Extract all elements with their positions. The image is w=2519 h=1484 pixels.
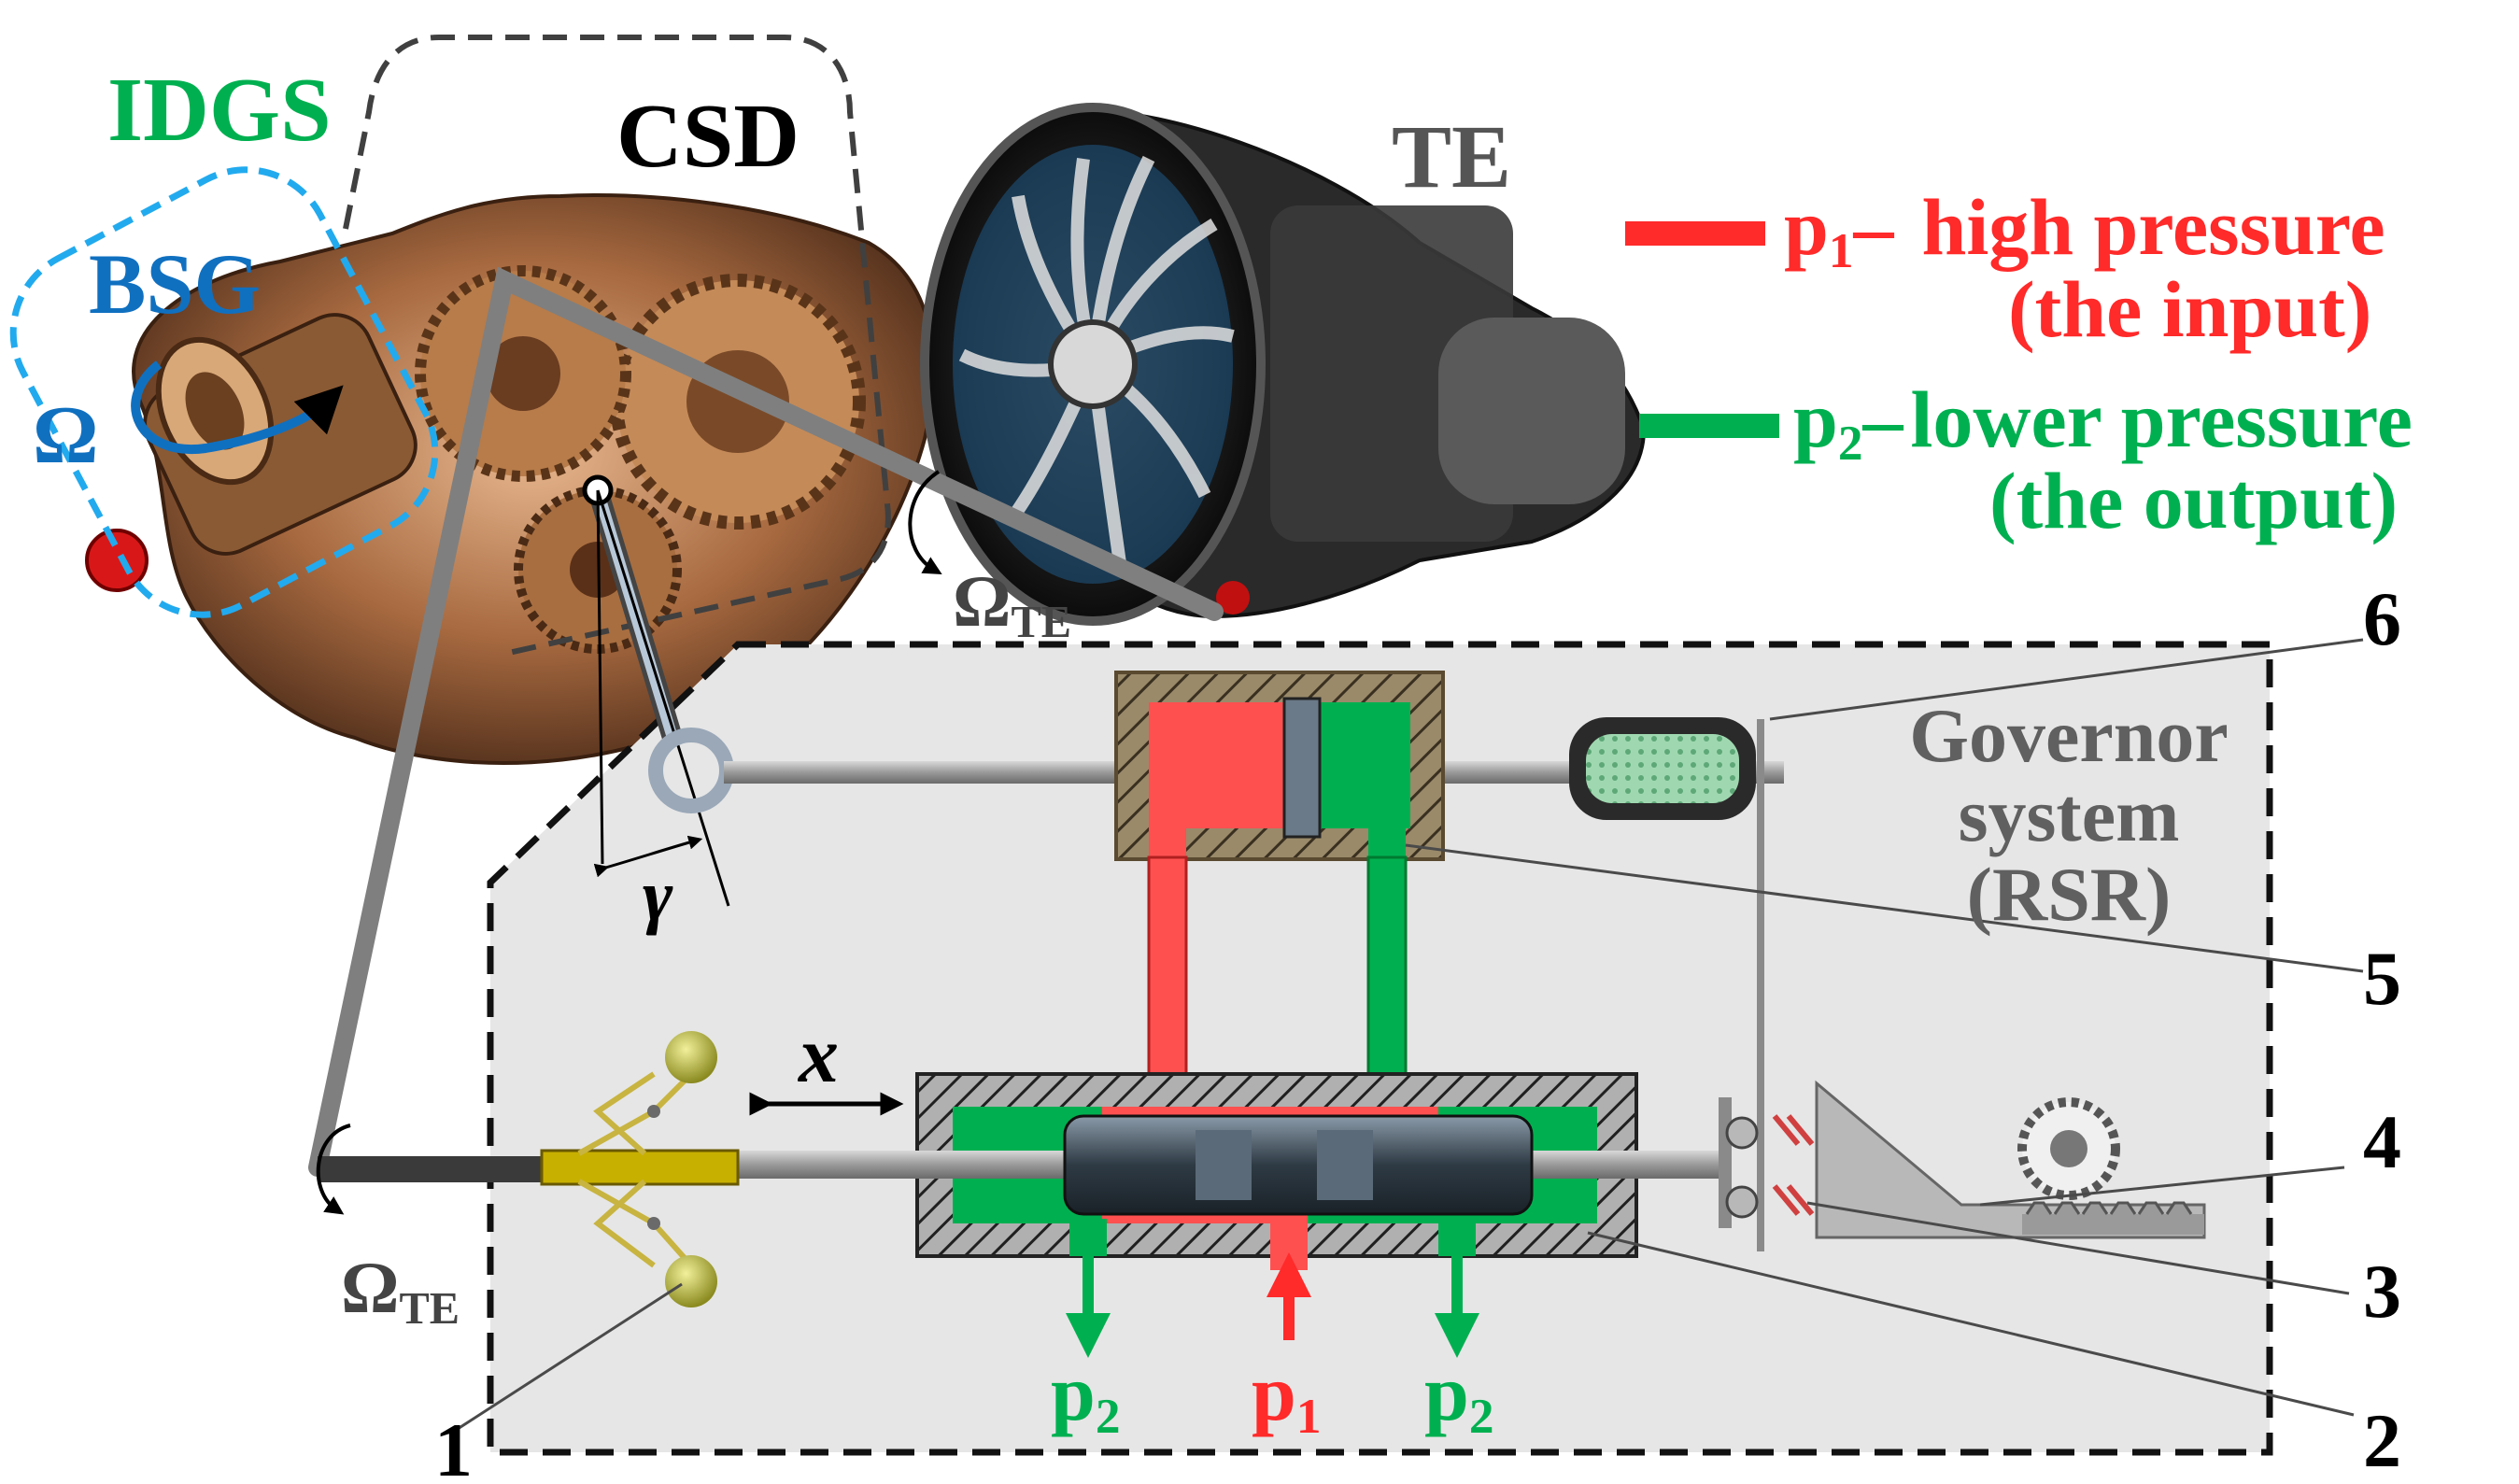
governor-label-line3: (RSR) bbox=[1967, 852, 2172, 937]
omega-label: Ω bbox=[33, 390, 98, 481]
x-label: x bbox=[797, 1010, 839, 1099]
servo-cylinder bbox=[1114, 671, 1445, 861]
port-p2-left-label: p2 bbox=[1051, 1348, 1121, 1444]
bsg-label: BSG bbox=[89, 236, 261, 332]
generator-icon bbox=[143, 313, 417, 556]
swash-lever bbox=[582, 474, 730, 907]
flyweight-governor-icon bbox=[540, 1031, 740, 1307]
part-number-1: 1 bbox=[434, 1407, 473, 1484]
gamma-label: γ bbox=[643, 855, 673, 936]
red-cap-icon bbox=[85, 529, 149, 592]
omega-te-engine-label: ΩTE bbox=[953, 560, 1071, 647]
rotation-arrow-icon bbox=[131, 360, 344, 455]
legend-p1-swatch bbox=[1625, 221, 1765, 246]
governor-label-line1: Governor bbox=[1909, 693, 2229, 778]
legend-p1-note: (the input) bbox=[2008, 264, 2371, 354]
bsg-region-outline bbox=[9, 166, 439, 618]
part-number-2: 2 bbox=[2363, 1398, 2401, 1483]
shaft-rotation-arrow-icon bbox=[316, 1124, 351, 1215]
idgs-label: IDGS bbox=[107, 60, 332, 161]
port-p2-right-label: p2 bbox=[1424, 1348, 1494, 1444]
governor-label-line2: system bbox=[1959, 772, 2180, 857]
part-number-3: 3 bbox=[2363, 1249, 2401, 1334]
legend-p2-note: (the output) bbox=[1989, 456, 2398, 545]
rack-icon bbox=[2022, 1201, 2204, 1235]
drive-shaft bbox=[308, 266, 1224, 1177]
port-p1-center-label: p1 bbox=[1252, 1348, 1322, 1444]
part-number-6: 6 bbox=[2363, 576, 2401, 661]
legend-p2-swatch bbox=[1639, 414, 1779, 438]
part-number-5: 5 bbox=[2363, 936, 2401, 1021]
turbofan-engine-icon bbox=[920, 103, 1647, 626]
legend-p2-label: p2–lower pressure bbox=[1793, 375, 2413, 471]
engine-rotation-arrow-icon bbox=[908, 470, 942, 574]
damper-icon bbox=[1569, 717, 1756, 820]
leader-lines bbox=[457, 638, 2364, 1431]
csd-region-outline bbox=[343, 35, 891, 657]
spool-piston bbox=[1063, 1114, 1534, 1216]
part-number-4: 4 bbox=[2363, 1099, 2401, 1184]
te-label: TE bbox=[1392, 106, 1511, 206]
omega-te-shaft-label: ΩTE bbox=[341, 1247, 460, 1334]
legend-p1-label: p1–high pressure bbox=[1784, 182, 2385, 278]
pinion-gear-icon bbox=[2017, 1097, 2120, 1200]
csd-label: CSD bbox=[616, 86, 800, 187]
